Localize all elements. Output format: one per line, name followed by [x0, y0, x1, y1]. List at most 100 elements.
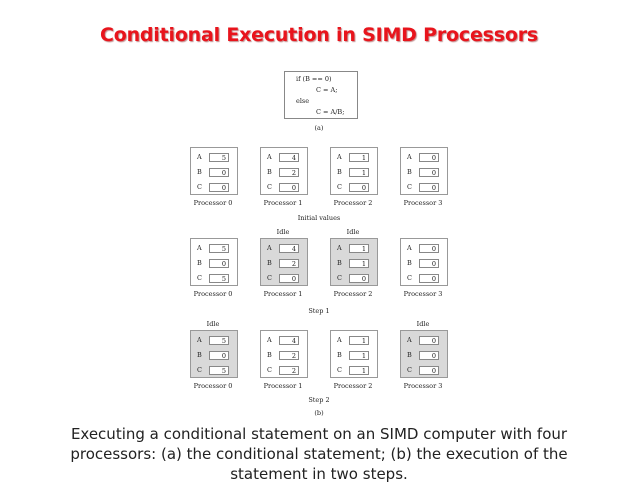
register-value: 1	[349, 259, 369, 268]
register-value: 5	[209, 336, 229, 345]
register-label: B	[407, 351, 412, 359]
register-value: 0	[419, 336, 439, 345]
register-label: B	[407, 168, 412, 176]
register-value: 0	[209, 259, 229, 268]
register-label: A	[407, 153, 412, 161]
register-label: A	[337, 336, 342, 344]
register-value: 2	[279, 351, 299, 360]
register-label: B	[197, 259, 202, 267]
register-value: 4	[279, 336, 299, 345]
code-line-else: else	[296, 97, 310, 105]
register-value: 5	[209, 153, 229, 162]
register-label: C	[197, 183, 202, 191]
register-value: 1	[349, 351, 369, 360]
register-value: 0	[349, 274, 369, 283]
register-value: 0	[209, 168, 229, 177]
register-label: C	[337, 274, 342, 282]
processor-name: Processor 0	[193, 290, 233, 298]
register-value: 0	[419, 259, 439, 268]
register-value: 1	[349, 153, 369, 162]
register-label: C	[407, 183, 412, 191]
idle-label: Idle	[346, 228, 360, 236]
register-value: 5	[209, 244, 229, 253]
register-label: B	[197, 168, 202, 176]
register-label: A	[197, 153, 202, 161]
register-value: 2	[279, 259, 299, 268]
register-label: C	[407, 274, 412, 282]
register-label: C	[337, 366, 342, 374]
code-line-if: if (B == 0)	[296, 75, 332, 83]
stage-label: Step 1	[308, 307, 330, 315]
register-label: A	[197, 244, 202, 252]
register-value: 4	[279, 244, 299, 253]
processor-name: Processor 3	[403, 290, 443, 298]
figure-caption: Executing a conditional statement on an …	[70, 425, 568, 483]
register-value: 1	[349, 244, 369, 253]
register-label: B	[197, 351, 202, 359]
register-value: 2	[279, 366, 299, 375]
register-label: C	[267, 366, 272, 374]
register-label: B	[267, 168, 272, 176]
register-value: 0	[419, 153, 439, 162]
register-label: C	[337, 183, 342, 191]
register-label: A	[337, 244, 342, 252]
register-value: 0	[419, 183, 439, 192]
processor-name: Processor 2	[333, 382, 373, 390]
register-value: 0	[419, 168, 439, 177]
register-value: 5	[209, 274, 229, 283]
register-label: C	[197, 274, 202, 282]
code-line-else-body: C = A/B;	[316, 108, 345, 116]
processor-name: Processor 1	[263, 382, 303, 390]
register-label: B	[337, 351, 342, 359]
register-value: 0	[209, 183, 229, 192]
register-label: A	[267, 336, 272, 344]
register-label: A	[407, 244, 412, 252]
processor-name: Processor 3	[403, 382, 443, 390]
register-label: A	[267, 244, 272, 252]
idle-label: Idle	[416, 320, 430, 328]
processor-name: Processor 0	[193, 199, 233, 207]
register-label: C	[197, 366, 202, 374]
register-value: 0	[209, 351, 229, 360]
register-value: 0	[419, 244, 439, 253]
register-label: A	[197, 336, 202, 344]
idle-label: Idle	[276, 228, 290, 236]
register-label: C	[267, 183, 272, 191]
register-value: 0	[279, 183, 299, 192]
register-value: 5	[209, 366, 229, 375]
register-value: 1	[349, 336, 369, 345]
register-label: A	[407, 336, 412, 344]
stage-label: Step 2	[308, 396, 330, 404]
register-label: B	[267, 259, 272, 267]
register-value: 1	[349, 168, 369, 177]
processor-name: Processor 1	[263, 199, 303, 207]
register-label: C	[267, 274, 272, 282]
register-label: A	[267, 153, 272, 161]
register-label: A	[337, 153, 342, 161]
register-value: 4	[279, 153, 299, 162]
register-label: B	[267, 351, 272, 359]
stage-label: Initial values	[297, 214, 341, 222]
register-label: B	[337, 168, 342, 176]
register-value: 0	[419, 366, 439, 375]
register-value: 2	[279, 168, 299, 177]
register-value: 0	[419, 351, 439, 360]
part-a-label: (a)	[314, 124, 324, 132]
code-box: if (B == 0) C = A; else C = A/B;	[284, 71, 358, 119]
register-value: 1	[349, 366, 369, 375]
processor-name: Processor 3	[403, 199, 443, 207]
processor-name: Processor 2	[333, 290, 373, 298]
register-value: 0	[419, 274, 439, 283]
processor-name: Processor 1	[263, 290, 303, 298]
register-label: C	[407, 366, 412, 374]
code-line-then: C = A;	[316, 86, 338, 94]
